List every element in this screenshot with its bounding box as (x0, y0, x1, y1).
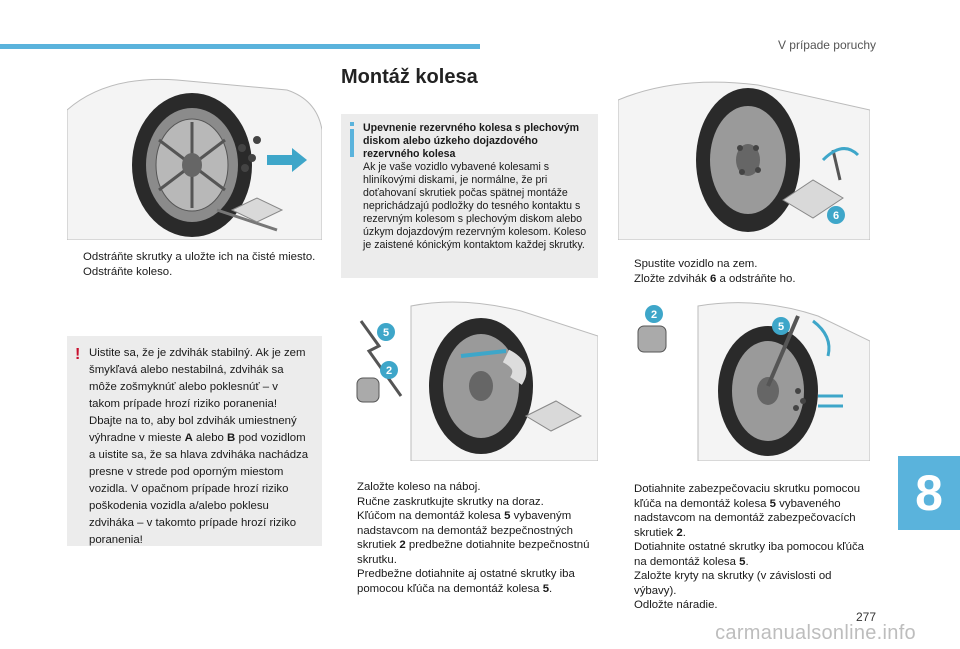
list-item: Zložte zdvihák 6 a odstráňte ho. (634, 272, 796, 285)
info-box: Upevnenie rezervného kolesa s plechovým … (341, 114, 598, 278)
callout-label-5: 5 (383, 327, 389, 339)
warning-box: ! Uistite sa, že je zdvihák stabilný. Ak… (67, 336, 322, 546)
illustration-wheel-mounting: 5 2 (341, 296, 598, 461)
callout-label-6: 6 (833, 210, 839, 222)
left-bullets: Odstráňte skrutky a uložte ich na čisté … (67, 250, 317, 279)
callout-label-2: 2 (386, 365, 392, 377)
illustration-wheel-removal (67, 70, 322, 240)
list-item: Založte koleso na náboj. (357, 481, 481, 493)
illustration-final-tightening: 2 5 (618, 296, 870, 461)
list-item: Spustite vozidlo na zem. (634, 258, 758, 270)
page-title: Montáž kolesa (341, 66, 478, 88)
list-item: Dotiahnite ostatné skrutky iba pomocou k… (634, 541, 864, 568)
header-accent-bar (0, 44, 480, 49)
list-item: Ručne zaskrutkujte skrutky na doraz. (357, 495, 544, 508)
warning-icon: ! (75, 346, 81, 363)
list-item: Dotiahnite zabezpečovaciu skrutku pomoco… (634, 483, 861, 539)
middle-bullets: Založte koleso na náboj. Ručne zaskrutku… (341, 480, 599, 596)
callout-label-5: 5 (778, 321, 784, 333)
watermark: carmanualsonline.info (715, 622, 916, 644)
info-icon (350, 122, 354, 158)
list-item: Predbežne dotiahnite aj ostatné skrutky … (357, 568, 575, 595)
warning-text: Uistite sa, že je zdvihák stabilný. Ak j… (89, 347, 309, 546)
right-top-bullets: Spustite vozidlo na zem. Zložte zdvihák … (618, 257, 868, 286)
list-item: Odstráňte koleso. (83, 265, 173, 278)
callout-label-2: 2 (651, 309, 657, 321)
illustration-jack-removal: 6 (618, 70, 870, 240)
page-number: 277 (855, 610, 876, 624)
right-bottom-bullets: Dotiahnite zabezpečovaciu skrutku pomoco… (618, 482, 870, 613)
list-item: Kľúčom na demontáž kolesa 5 vybaveným na… (357, 510, 590, 566)
section-title: V prípade poruchy (777, 38, 876, 52)
list-item: Odložte náradie. (634, 599, 718, 611)
info-body: Ak je vaše vozidlo vybavené kolesami s h… (363, 161, 587, 251)
info-title: Upevnenie rezervného kolesa s plechovým … (363, 122, 580, 160)
list-item: Založte kryty na skrutky (v závislosti o… (634, 570, 832, 597)
chapter-tab: 8 (898, 456, 960, 530)
list-item: Odstráňte skrutky a uložte ich na čisté … (83, 251, 316, 263)
